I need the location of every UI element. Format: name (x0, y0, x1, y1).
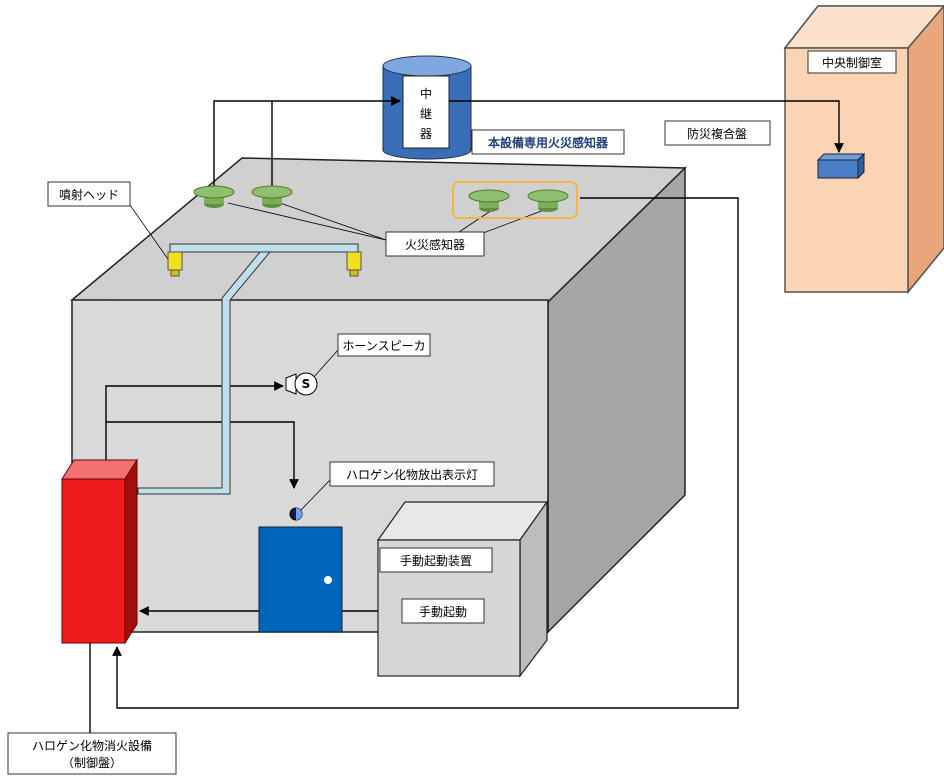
control-panel-label-line1: ハロゲン化物消火設備 (32, 738, 152, 753)
fire-detector-4 (527, 189, 569, 212)
discharge-indicator-lamp (289, 507, 303, 521)
halogen-control-panel (61, 458, 138, 645)
manual-start-device: 手動起動装置 手動起動 (376, 500, 549, 678)
manual-start-label: 手動起動 (419, 605, 467, 619)
relay-char-1: 中 (420, 86, 432, 101)
relay-char-3: 器 (420, 127, 432, 141)
relay-device: 中 継 器 (382, 55, 472, 160)
central-control-room-label: 中央制御室 (822, 55, 882, 70)
horn-speaker: S (285, 372, 318, 396)
horn-speaker-mark: S (302, 377, 311, 391)
central-control-room: 中央制御室 防災複合盤 (664, 4, 944, 295)
disaster-composite-panel (816, 152, 866, 180)
callout-lines (124, 197, 545, 511)
dedicated-detector-highlight (452, 181, 578, 219)
control-panel-label-line2: （制御盤） (62, 755, 122, 770)
spray-head-right (346, 251, 362, 277)
fire-detector-3 (468, 189, 510, 212)
fire-detector-1 (193, 185, 235, 208)
spray-head-left (167, 251, 183, 277)
disaster-panel-label: 防災複合盤 (687, 126, 747, 141)
fire-detector-label: 火災感知器 (405, 237, 465, 252)
fire-detector-2 (251, 185, 293, 208)
manual-device-label: 手動起動装置 (400, 554, 472, 568)
horn-speaker-label: ホーンスピーカ (342, 339, 425, 353)
room-door (258, 526, 343, 633)
discharge-lamp-label: ハロゲン化物放出表示灯 (346, 467, 478, 482)
spray-pipe (137, 243, 359, 495)
spray-head-label: 噴射ヘッド (59, 187, 119, 202)
dedicated-detector-label: 本設備専用火災感知器 (488, 135, 609, 150)
relay-char-2: 継 (420, 106, 432, 121)
